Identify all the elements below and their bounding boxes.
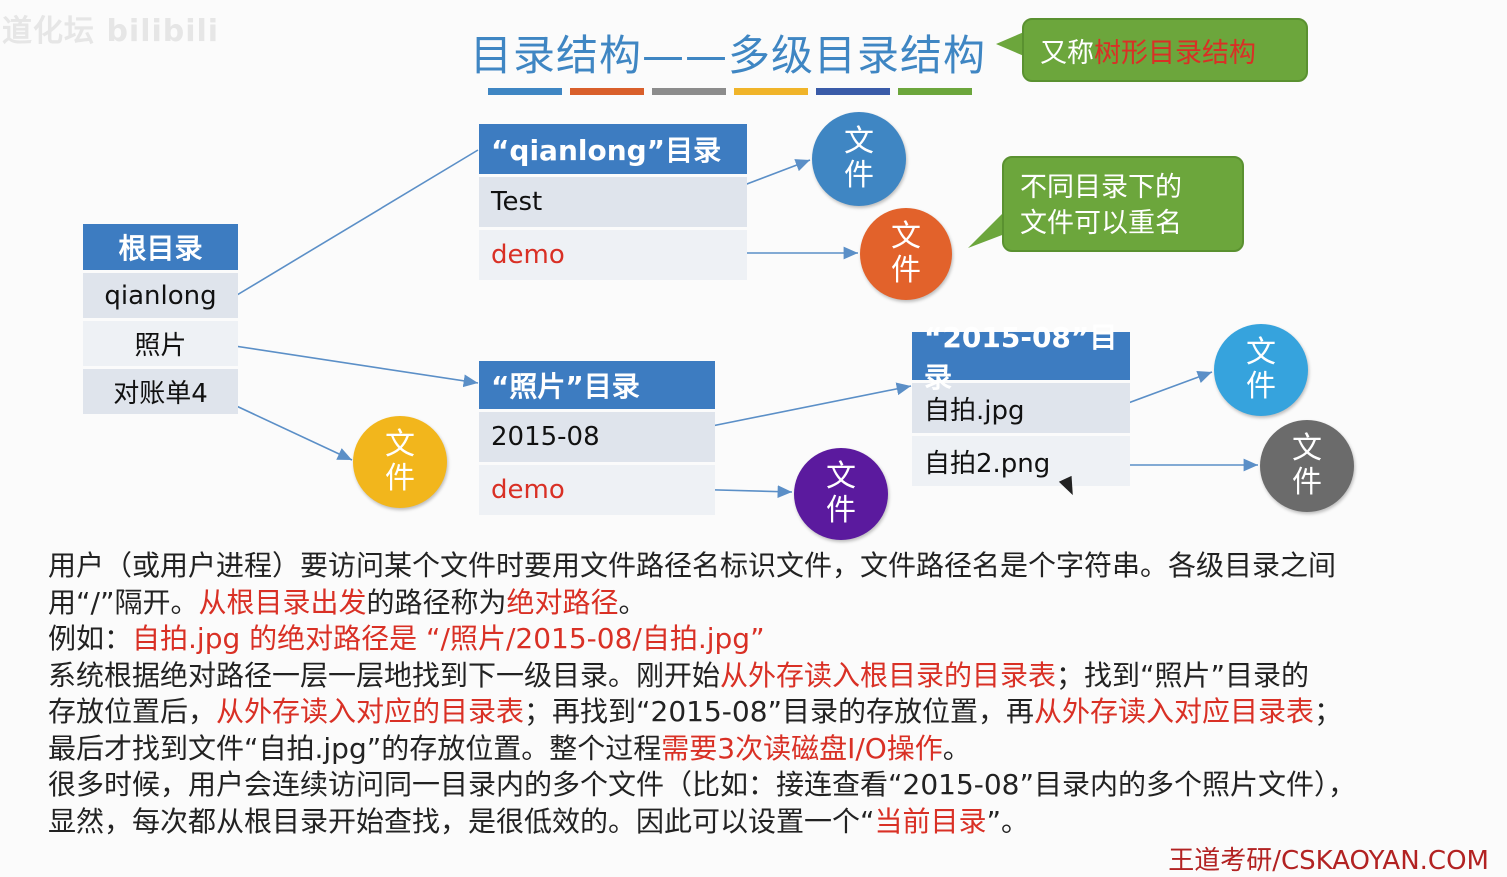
photo-directory-table: “照片”目录 2015-08 demo — [479, 361, 715, 515]
link-2015-dir — [681, 382, 912, 433]
root-row-photos: 照片 — [83, 321, 238, 366]
highlight-read-dir-2: 从外存读入对应目录表 — [1034, 695, 1315, 728]
text-span: 。 — [942, 731, 971, 765]
title-bar-6 — [898, 88, 972, 95]
paragraph-2: 例如：自拍.jpg 的绝对路径是 “/照片/2015-08/自拍.jpg” — [48, 621, 1468, 658]
paragraph-3b: 存放位置后，从外存读入对应的目录表；再找到“2015-08”目录的存放位置，再从… — [48, 694, 1468, 731]
file-label-line1: 文 — [826, 459, 856, 494]
highlight-from-root: 从根目录出发 — [198, 585, 367, 619]
file-selfie2-circle: 文件 — [1260, 420, 1354, 512]
text-span: 用“/”隔开。 — [48, 585, 199, 619]
watermark: 道化坛 bilibili — [2, 14, 220, 49]
title-bar-3 — [652, 88, 726, 95]
callout-tree-structure: 又称树形目录结构 — [1022, 18, 1308, 82]
dir-2015-row-selfie: 自拍.jpg — [912, 383, 1130, 433]
title-bar-2 — [570, 88, 644, 95]
root-row-qianlong: qianlong — [83, 273, 238, 318]
text-span: 存放位置后， — [48, 695, 217, 728]
paragraph-3c: 最后才找到文件“自拍.jpg”的存放位置。整个过程需要3次读磁盘I/O操作。 — [48, 731, 1468, 768]
photo-row-2015-08: 2015-08 — [479, 412, 715, 462]
text-span: 例如： — [48, 622, 133, 655]
highlight-example-path: 自拍.jpg 的绝对路径是 “/照片/2015-08/自拍.jpg” — [132, 622, 765, 655]
file-label-line1: 文 — [385, 427, 415, 462]
text-span: 系统根据绝对路径一层一层地找到下一级目录。刚开始 — [48, 658, 721, 692]
qianlong-directory-header: “qianlong”目录 — [479, 124, 747, 174]
root-directory-table: 根目录 qianlong 照片 对账单4 — [83, 224, 238, 414]
file-label-line1: 文 — [844, 124, 874, 159]
footer-brand: 王道考研/CSKAOYAN.COM — [1168, 846, 1489, 876]
paragraph-3a: 系统根据绝对路径一层一层地找到下一级目录。刚开始从外存读入根目录的目录表；找到“… — [48, 658, 1468, 695]
file-label-line1: 文 — [891, 219, 921, 254]
callout-tree-highlight: 树形目录结构 — [1094, 37, 1256, 69]
root-directory-header: 根目录 — [83, 224, 238, 270]
photo-row-demo: demo — [479, 465, 715, 515]
file-demo2-circle: 文件 — [794, 448, 888, 540]
text-span: ；再找到“2015-08”目录的存放位置，再 — [524, 695, 1035, 728]
link-root-photo — [227, 344, 479, 388]
file-label-line2: 件 — [844, 158, 874, 193]
text-span: ”。 — [986, 804, 1030, 838]
file-label-line1: 文 — [1246, 335, 1276, 370]
callout-rename-line1: 不同目录下的 — [1020, 172, 1182, 203]
root-row-statement: 对账单4 — [83, 369, 238, 414]
highlight-read-dir: 从外存读入对应的目录表 — [216, 695, 525, 728]
file-selfie-circle: 文件 — [1214, 324, 1308, 416]
file-label-line1: 文 — [1292, 431, 1322, 466]
paragraph-4a: 很多时候，用户会连续访问同一目录内的多个文件（比如：接连查看“2015-08”目… — [48, 768, 1357, 801]
callout-tree-tail — [996, 32, 1024, 56]
callout-rename-tail — [968, 212, 1010, 248]
file-label-line2: 件 — [385, 461, 415, 496]
page-title: 目录结构——多级目录结构 — [470, 31, 987, 80]
text-span: ；找到“照片”目录的 — [1056, 658, 1310, 692]
qianlong-row-test: Test — [479, 177, 747, 227]
highlight-absolute-path: 绝对路径 — [506, 585, 619, 619]
file-statement-circle: 文件 — [353, 416, 447, 508]
callout-tree-prefix: 又称 — [1040, 37, 1094, 69]
text-span: ； — [1314, 695, 1343, 728]
file-label-line2: 件 — [826, 493, 856, 528]
file-test-circle: 文件 — [812, 112, 906, 206]
file-label-line2: 件 — [1292, 465, 1322, 500]
file-label-line2: 件 — [891, 253, 921, 288]
callout-duplicate-names: 不同目录下的 文件可以重名 — [1002, 156, 1244, 252]
highlight-read-root: 从外存读入根目录的目录表 — [720, 658, 1057, 692]
paragraph-1b: 用“/”隔开。从根目录出发的路径称为绝对路径。 — [48, 585, 1468, 622]
file-demo-circle: 文件 — [860, 208, 952, 300]
text-span: 的路径称为 — [366, 585, 507, 619]
dir-2015-08-header: “2015-08”目录 — [912, 321, 1130, 394]
link-root-statement — [229, 402, 353, 461]
callout-rename-line2: 文件可以重名 — [1020, 208, 1182, 239]
paragraph-1a: 用户（或用户进程）要访问某个文件时要用文件路径名标识文件，文件路径名是个字符串。… — [48, 549, 1337, 582]
paragraph-4b: 显然，每次都从根目录开始查找，是很低效的。因此可以设置一个“当前目录”。 — [48, 804, 1468, 841]
file-label-line2: 件 — [1246, 369, 1276, 404]
text-span: 最后才找到文件“自拍.jpg”的存放位置。整个过程 — [48, 731, 662, 765]
text-span: 。 — [618, 585, 647, 619]
explanation-text: 用户（或用户进程）要访问某个文件时要用文件路径名标识文件，文件路径名是个字符串。… — [48, 548, 1468, 840]
qianlong-directory-table: “qianlong”目录 Test demo — [479, 124, 747, 280]
dir-2015-row-selfie2: 自拍2.png — [912, 436, 1130, 486]
text-span: 显然，每次都从根目录开始查找，是很低效的。因此可以设置一个“ — [48, 804, 875, 838]
link-root-qianlong — [231, 149, 479, 299]
highlight-disk-io: 需要3次读磁盘I/O操作 — [661, 731, 943, 765]
title-bar-4 — [734, 88, 808, 95]
title-bar-1 — [488, 88, 562, 95]
photo-directory-header: “照片”目录 — [479, 361, 715, 409]
highlight-current-dir: 当前目录 — [874, 804, 987, 838]
dir-2015-08-table: “2015-08”目录 自拍.jpg 自拍2.png — [912, 321, 1130, 486]
title-bar-5 — [816, 88, 890, 95]
qianlong-row-demo: demo — [479, 230, 747, 280]
